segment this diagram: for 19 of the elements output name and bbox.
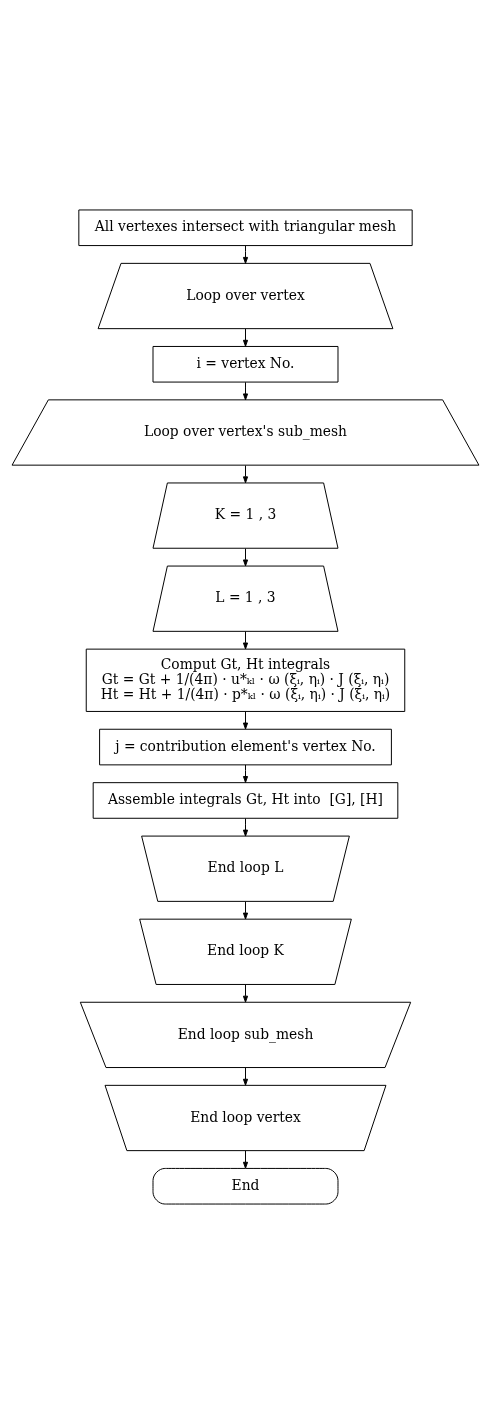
arrow — [242, 547, 249, 566]
node-box: End — [152, 1167, 339, 1205]
arrow — [242, 763, 249, 783]
arrow — [242, 817, 249, 837]
arrow — [242, 464, 249, 483]
arrow — [242, 381, 249, 400]
arrow — [242, 327, 249, 347]
arrow — [242, 1149, 249, 1169]
arrow — [242, 630, 249, 649]
node-box: Comput Gt, Ht integrals Gt = Gt + 1/(4π) · u*ₖₗ · ω (ξᵢ, ηᵢ) · J (ξᵢ, ηᵢ) Ht = Ht + 1/(4π) · p*ₖₗ · ω (ξᵢ, ηᵢ) · J (ξᵢ, ηᵢ) — [85, 648, 406, 712]
arrow — [242, 900, 249, 919]
arrow — [242, 1066, 249, 1086]
node-box: i = vertex No. — [152, 345, 339, 383]
node-box: Assemble integrals Gt, Ht into [G], [H] — [92, 781, 399, 819]
arrow — [242, 983, 249, 1003]
arrow — [242, 710, 249, 729]
node-box: All vertexes intersect with triangular mesh — [78, 208, 413, 246]
node-box: j = contribution element's vertex No. — [99, 728, 392, 765]
arrow — [242, 244, 249, 264]
